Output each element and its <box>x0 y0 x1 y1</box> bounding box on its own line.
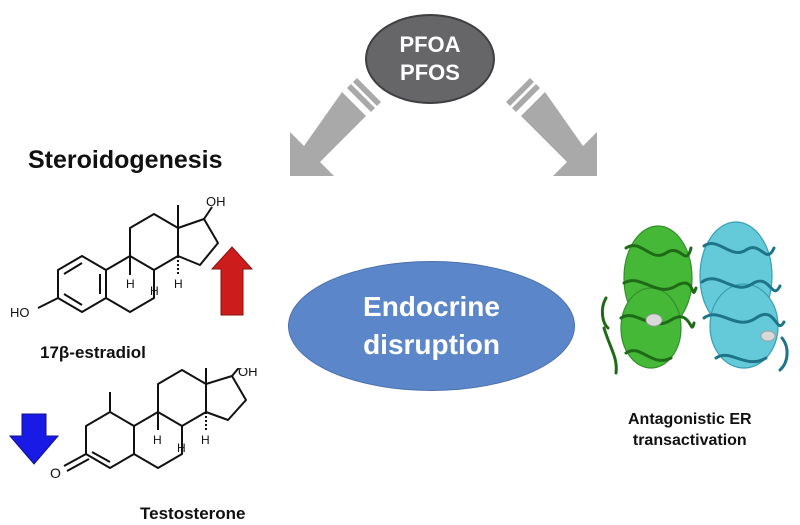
estradiol-h-label-3: H <box>174 277 183 291</box>
estradiol-h-label-2: H <box>150 284 159 298</box>
source-oval: PFOA PFOS <box>365 14 495 104</box>
testosterone-h-label-3: H <box>201 433 210 447</box>
center-label-line1: Endocrine <box>363 291 500 322</box>
testosterone-structure: OH O H H H <box>8 368 258 481</box>
estradiol-name: 17β-estradiol <box>40 343 146 362</box>
testosterone-name: Testosterone <box>140 504 246 523</box>
increase-arrow-icon <box>210 246 254 316</box>
estradiol-h-label-1: H <box>126 277 135 291</box>
endocrine-disruption-oval: Endocrine disruption <box>288 261 575 391</box>
er-label-line1: Antagonistic ER <box>628 411 752 428</box>
er-label-line2: transactivation <box>632 432 747 449</box>
steroidogenesis-title: Steroidogenesis <box>28 146 223 174</box>
testosterone-o-label: O <box>50 465 61 481</box>
er-transactivation-label: Antagonistic ER transactivation <box>628 409 752 451</box>
flow-arrow-left <box>290 78 381 176</box>
testosterone-h-label-1: H <box>153 433 162 447</box>
estradiol-structure: OH HO H H H <box>10 195 254 320</box>
center-label-line2: disruption <box>363 329 500 360</box>
estradiol-oh-label: OH <box>206 195 226 209</box>
testosterone-h-label-2: H <box>177 441 186 455</box>
decrease-arrow-icon <box>8 413 60 465</box>
source-label-pfos: PFOS <box>400 60 460 85</box>
flow-arrow-right <box>506 78 597 176</box>
er-protein-structure-icon <box>600 221 789 375</box>
source-label-pfoa: PFOA <box>399 32 461 57</box>
estradiol-ho-label: HO <box>10 305 30 320</box>
testosterone-oh-label: OH <box>238 368 258 379</box>
